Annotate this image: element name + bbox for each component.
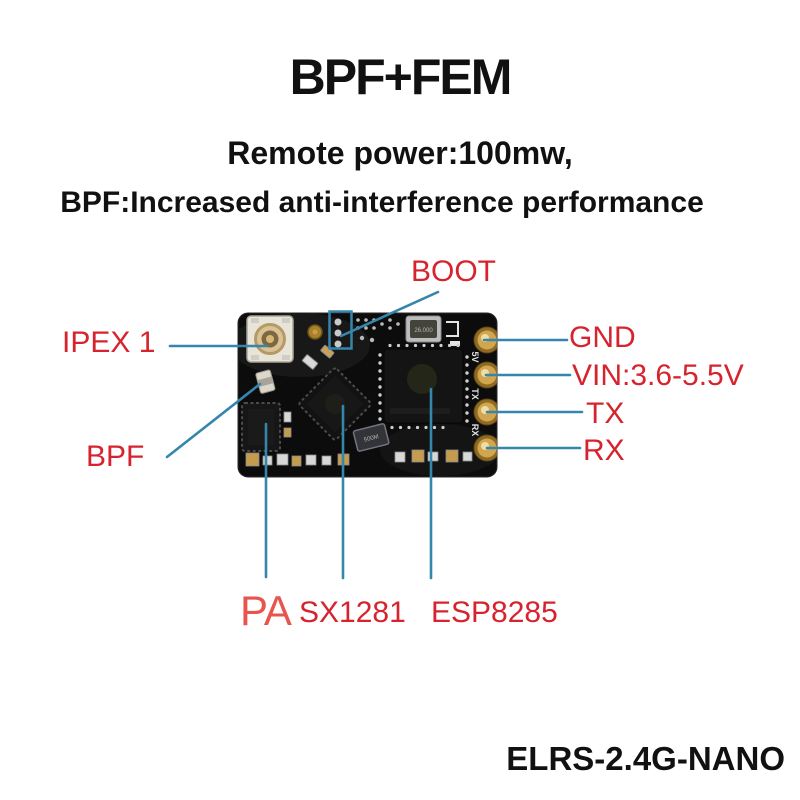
silkscreen-mark (450, 341, 460, 346)
silkscreen-tx-label: TX (470, 388, 480, 400)
rx-label: RX (583, 434, 625, 467)
vin-label: VIN:3.6-5.5V (572, 359, 744, 392)
component-marking: 500M (363, 434, 379, 443)
passive-component (301, 354, 319, 370)
bpf-component (255, 369, 276, 394)
pa-label: PA (240, 587, 292, 634)
mounting-via (307, 324, 323, 340)
esp-pin-dots (378, 343, 469, 430)
circuit-board: 26.000 (237, 312, 498, 478)
callout-lines (165, 290, 584, 580)
silkscreen-dots (356, 318, 400, 343)
rf-component: 500M (352, 423, 390, 452)
silkscreen-5v-label: 5V (470, 351, 480, 362)
rx-pad (473, 434, 497, 462)
tx-label: TX (586, 397, 625, 430)
crystal-oscillator: 26.000 (405, 315, 442, 343)
silkscreen-bracket (446, 321, 459, 337)
bpf-callout-line (165, 382, 262, 459)
passive-component (320, 344, 335, 359)
esp8285-label: ESP8285 (431, 596, 558, 629)
pa-chip (241, 402, 281, 452)
subtitle-bpf-performance: BPF:Increased anti-interference performa… (60, 186, 704, 219)
solder-pads (473, 326, 497, 462)
ipex-label: IPEX 1 (62, 326, 156, 359)
crystal-marking: 26.000 (414, 328, 433, 334)
boot-callout-line (339, 290, 440, 338)
model-name: ELRS-2.4G-NANO (506, 740, 785, 777)
boot-label: BOOT (411, 255, 497, 288)
boot-highlight-box (328, 310, 353, 350)
subtitle-remote-power: Remote power:100mw, (227, 135, 573, 171)
gnd-pad (473, 326, 497, 354)
ipex-connector (246, 315, 294, 363)
tx-pad (473, 398, 497, 426)
page-title: BPF+FEM (289, 49, 513, 105)
gnd-label: GND (569, 321, 636, 354)
sx1281-label: SX1281 (299, 596, 406, 629)
passive-row (245, 411, 473, 467)
esp8285-chip (383, 348, 464, 424)
boot-pads (334, 318, 342, 348)
bpf-label: BPF (86, 440, 145, 473)
vin-pad (473, 361, 497, 389)
sx1281-chip (298, 367, 372, 441)
silkscreen-rx-label: RX (470, 424, 480, 437)
